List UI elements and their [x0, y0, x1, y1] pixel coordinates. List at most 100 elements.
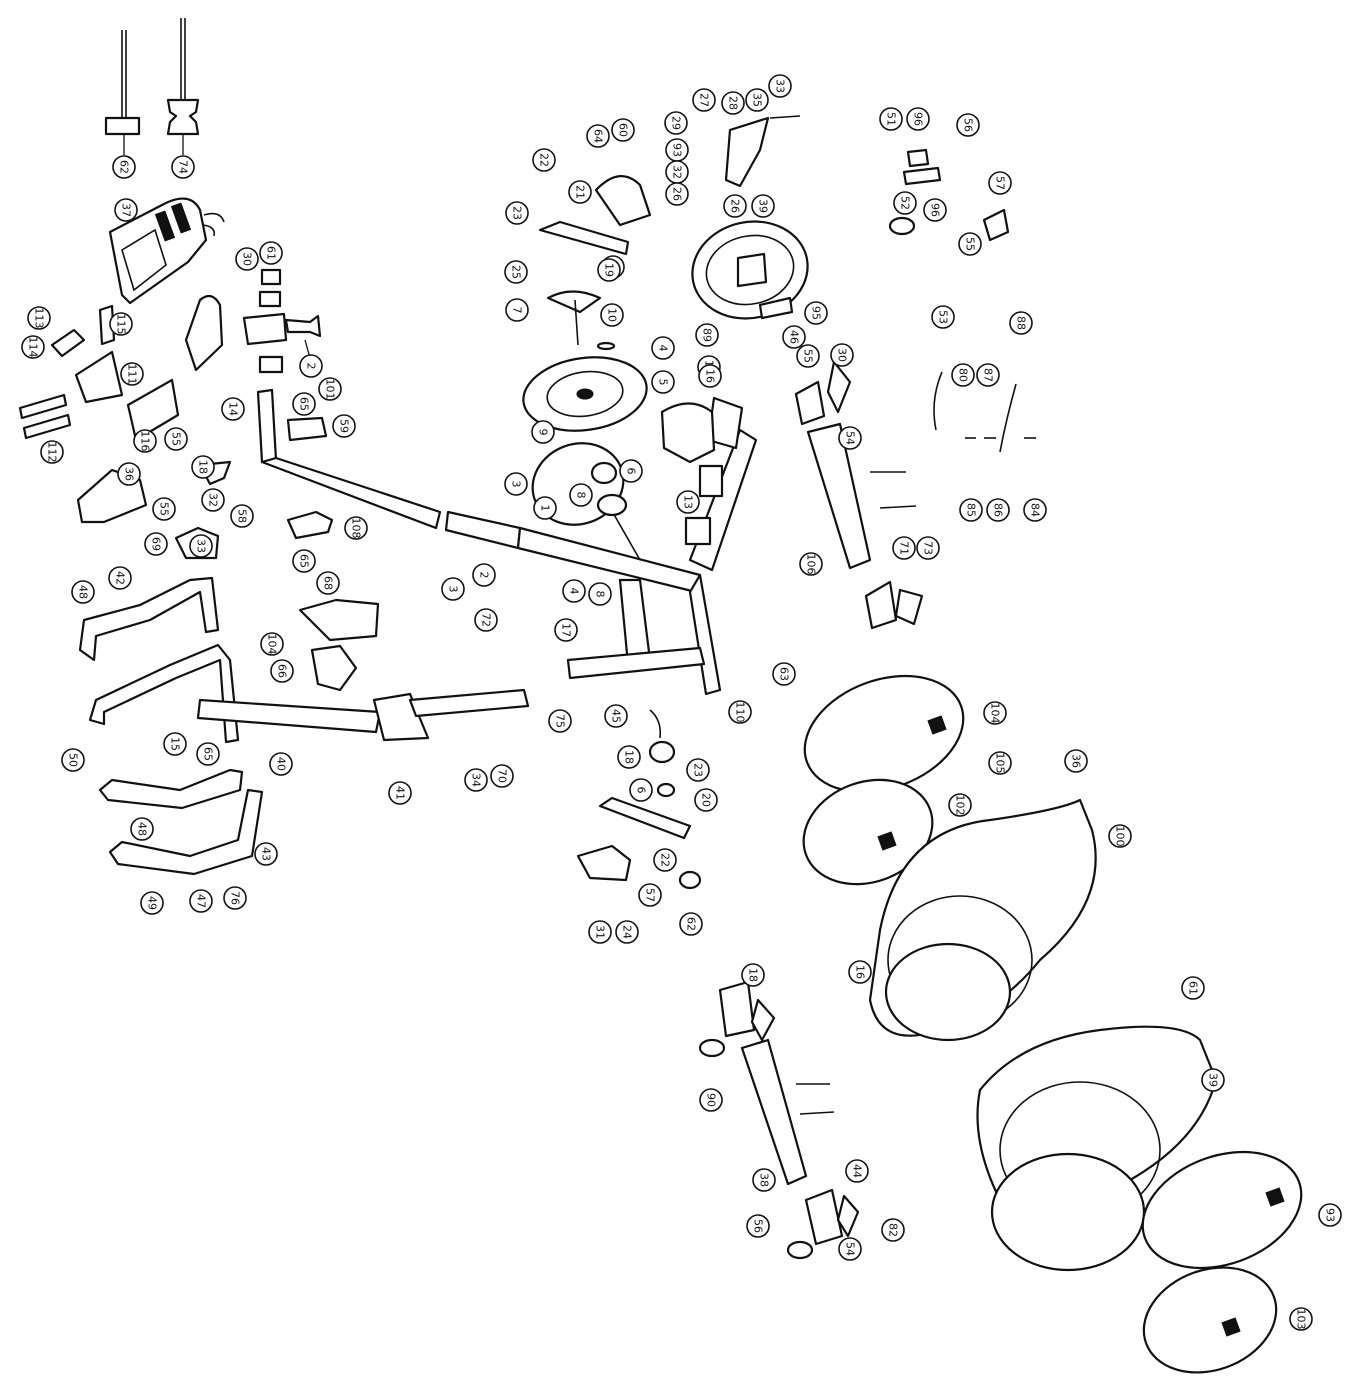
callout-number: 65	[202, 747, 215, 761]
callout-32: 32	[665, 160, 689, 184]
callout-38: 38	[752, 1168, 776, 1192]
callout-113: 113	[27, 306, 51, 330]
callout-circle	[388, 781, 412, 805]
callout-circle	[698, 364, 722, 388]
callout-number: 5	[657, 379, 670, 386]
callout-45: 45	[604, 704, 628, 728]
callout-86: 86	[986, 498, 1010, 522]
callout-number: 49	[146, 896, 159, 910]
callout-number: 90	[705, 1093, 718, 1107]
callout-circle	[694, 788, 718, 812]
callout-30: 30	[235, 247, 259, 271]
callout-46: 46	[782, 325, 806, 349]
callout-number: 13	[682, 495, 695, 509]
callout-47: 47	[189, 889, 213, 913]
callout-number: 32	[207, 493, 220, 507]
callout-96: 96	[906, 107, 930, 131]
callout-circle	[768, 74, 792, 98]
callout-48: 48	[71, 580, 95, 604]
callout-number: 65	[298, 397, 311, 411]
callout-number: 100	[1114, 826, 1127, 847]
callout-number: 26	[671, 187, 684, 201]
callout-circle	[316, 571, 340, 595]
callout-number: 115	[115, 314, 128, 335]
callout-circle	[752, 1168, 776, 1192]
callout-104: 104	[983, 701, 1007, 725]
callout-circle	[299, 354, 323, 378]
callout-34: 34	[464, 768, 488, 792]
callout-number: 57	[994, 176, 1007, 190]
callout-52: 52	[893, 191, 917, 215]
lower-rail-part	[196, 598, 530, 742]
callout-circle	[948, 793, 972, 817]
callout-55: 55	[164, 427, 188, 451]
callout-53: 53	[931, 305, 955, 329]
callout-circle	[664, 111, 688, 135]
callout-61: 61	[1181, 976, 1205, 1000]
callout-36: 36	[1064, 749, 1088, 773]
callout-number: 16	[704, 369, 717, 383]
callout-65: 65	[196, 742, 220, 766]
callout-circle	[292, 549, 316, 573]
callout-circle	[892, 536, 916, 560]
callout-number: 103	[1295, 1309, 1308, 1330]
callout-circle	[114, 198, 138, 222]
callout-number: 96	[912, 112, 925, 126]
callout-circle	[931, 305, 955, 329]
callout-number: 88	[1015, 316, 1028, 330]
callout-number: 3	[447, 586, 460, 593]
callout-circle	[728, 700, 752, 724]
callout-number: 89	[701, 328, 714, 342]
callout-number: 18	[623, 750, 636, 764]
callout-circle	[830, 343, 854, 367]
callout-59: 59	[332, 414, 356, 438]
callout-5: 5	[651, 370, 675, 394]
callout-15: 15	[163, 732, 187, 756]
callout-29: 29	[664, 111, 688, 135]
callout-number: 30	[836, 348, 849, 362]
callout-circle	[61, 748, 85, 772]
callout-21: 21	[568, 180, 592, 204]
callout-number: 70	[496, 769, 509, 783]
callout-89: 89	[695, 323, 719, 347]
seat-rail-part	[256, 388, 522, 550]
callout-circle	[695, 323, 719, 347]
callout-circle	[189, 534, 213, 558]
callout-circle	[1023, 498, 1047, 522]
callout-circle	[597, 258, 621, 282]
callout-106: 106	[799, 552, 823, 576]
callout-number: 61	[265, 246, 278, 260]
callout-circle	[686, 758, 710, 782]
callout-circle	[838, 426, 862, 450]
callout-number: 45	[610, 709, 623, 723]
callout-circle	[665, 182, 689, 206]
callout-circle	[653, 848, 677, 872]
callout-circle	[923, 198, 947, 222]
callout-number: 40	[275, 757, 288, 771]
callout-number: 18	[747, 968, 760, 982]
callout-56: 56	[746, 1214, 770, 1238]
callout-circle	[976, 363, 1000, 387]
callout-circle	[133, 429, 157, 453]
callout-number: 106	[805, 554, 818, 575]
callout-number: 4	[657, 345, 670, 352]
callout-60: 60	[611, 118, 635, 142]
callout-circle	[746, 1214, 770, 1238]
callout-16: 16	[848, 960, 872, 984]
callout-10: 10	[600, 303, 624, 327]
callout-number: 116	[139, 431, 152, 452]
callout-number: 29	[670, 116, 683, 130]
callout-circle	[879, 107, 903, 131]
callout-number: 104	[989, 703, 1002, 724]
callout-circle	[109, 312, 133, 336]
callout-number: 75	[554, 714, 567, 728]
callout-70: 70	[490, 764, 514, 788]
callout-87: 87	[976, 363, 1000, 387]
callout-48: 48	[130, 817, 154, 841]
callout-number: 31	[594, 925, 607, 939]
callout-circle	[845, 1159, 869, 1183]
callout-circle	[651, 336, 675, 360]
callout-circle	[230, 504, 254, 528]
callout-58: 58	[230, 504, 254, 528]
